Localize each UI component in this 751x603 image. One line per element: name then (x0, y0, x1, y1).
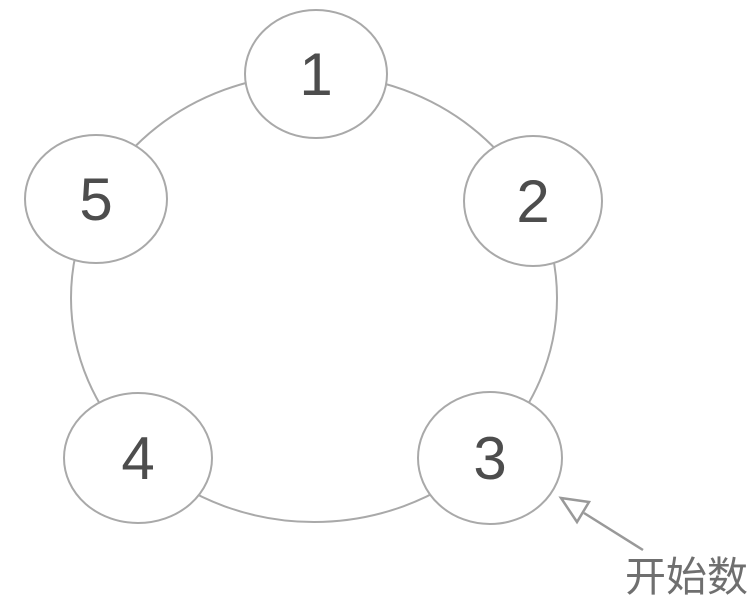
node-label-3: 3 (473, 425, 506, 492)
annotation-arrow-head-icon (558, 496, 592, 525)
node-circle-3 (417, 391, 563, 525)
node-4: 4 (63, 392, 213, 524)
node-label-2: 2 (516, 168, 549, 235)
node-circle-2 (463, 135, 603, 267)
node-5: 5 (24, 134, 168, 264)
node-1: 1 (244, 9, 388, 139)
node-3: 3 (417, 391, 563, 525)
node-label-1: 1 (299, 41, 332, 108)
node-circle-1 (244, 9, 388, 139)
node-circle-4 (63, 392, 213, 524)
node-circle-5 (24, 134, 168, 264)
node-label-4: 4 (121, 425, 154, 492)
start-annotation: 开始数 (558, 496, 748, 600)
annotation-label: 开始数 (625, 554, 748, 600)
node-2: 2 (463, 135, 603, 267)
annotation-arrow-line (583, 511, 644, 552)
node-label-5: 5 (79, 166, 112, 233)
